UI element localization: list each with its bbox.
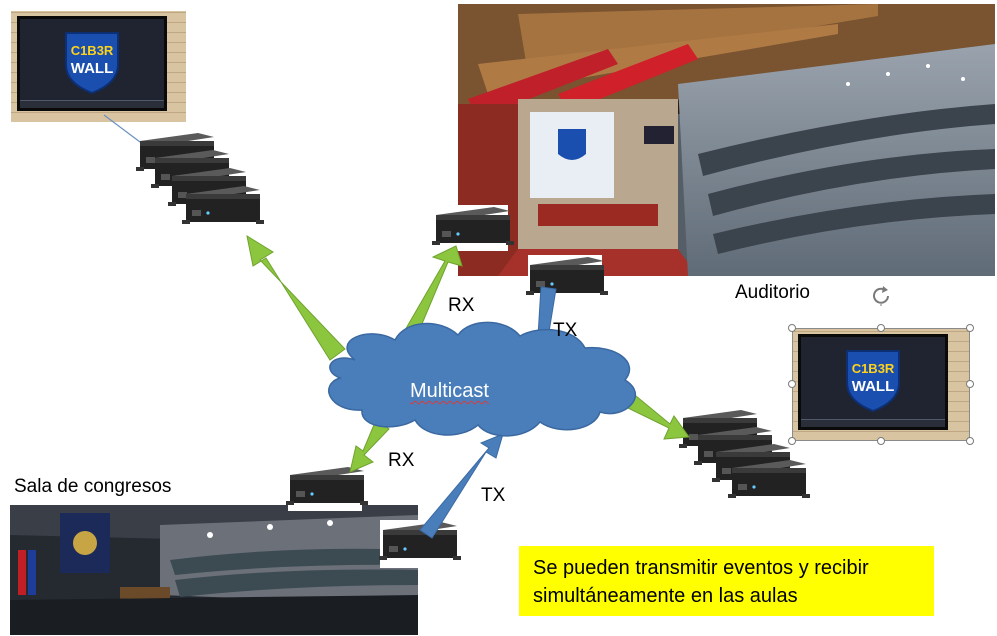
logo-text-bottom: WALL <box>71 60 114 77</box>
auditorium-photo <box>458 4 995 276</box>
resize-handle-s[interactable] <box>877 437 885 445</box>
auditorium-label: Auditorio <box>735 282 810 303</box>
multicast-cloud <box>328 321 637 437</box>
resize-handle-nw[interactable] <box>788 324 796 332</box>
cyberwall-logo: C1B3R WALL <box>20 19 164 108</box>
congress-hall-scene <box>10 505 418 635</box>
receiver-stack-top-left <box>136 133 264 224</box>
rx-label-top: RX <box>448 295 475 316</box>
classroom-display-photo-top-left: C1B3R WALL <box>11 11 186 122</box>
congress-hall-photo <box>10 505 418 635</box>
taskbar <box>801 419 945 427</box>
taskbar <box>20 100 164 108</box>
resize-handle-e[interactable] <box>966 380 974 388</box>
green-arrow-to-right-stack <box>627 395 690 440</box>
tx-label-bottom: TX <box>481 485 506 506</box>
logo-text-bottom: WALL <box>852 378 895 395</box>
display-screen: C1B3R WALL <box>17 16 167 111</box>
cyberwall-logo-right: C1B3R WALL <box>801 337 945 427</box>
logo-text-top: C1B3R <box>71 43 114 58</box>
info-note-line-1: Se pueden transmitir eventos y recibir <box>533 557 869 579</box>
rotate-handle-icon[interactable] <box>870 284 892 306</box>
display-screen-right: C1B3R WALL <box>798 334 948 430</box>
info-note-line-2: simultáneamente en las aulas <box>533 585 798 607</box>
congress-hall-label: Sala de congresos <box>14 476 172 497</box>
cloud-label: Multicast <box>410 380 489 402</box>
resize-handle-sw[interactable] <box>788 437 796 445</box>
blue-arrow-tx-congress-up <box>419 433 504 539</box>
resize-handle-n[interactable] <box>877 324 885 332</box>
resize-handle-se[interactable] <box>966 437 974 445</box>
resize-handle-ne[interactable] <box>966 324 974 332</box>
receiver-stack-right <box>679 410 810 498</box>
resize-handle-w[interactable] <box>788 380 796 388</box>
rx-label-bottom: RX <box>388 450 415 471</box>
green-arrow-to-top-left <box>246 234 346 361</box>
green-arrow-to-rx-congress <box>349 419 390 473</box>
logo-text-top: C1B3R <box>852 361 895 376</box>
auditorium-scene <box>458 4 995 276</box>
tx-label-top: TX <box>553 320 578 341</box>
info-note: Se pueden transmitir eventos y recibir s… <box>519 546 934 616</box>
classroom-display-photo-right[interactable]: C1B3R WALL <box>792 328 970 441</box>
